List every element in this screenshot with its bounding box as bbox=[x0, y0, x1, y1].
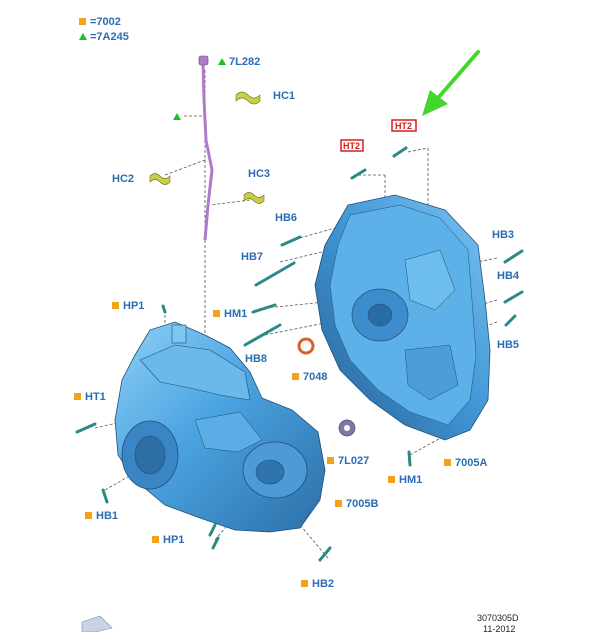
bolt-hb8 bbox=[243, 323, 282, 347]
callout-hm1-right: HM1 bbox=[388, 474, 422, 486]
seal-7048-icon bbox=[297, 337, 315, 355]
part-reference-number: 3070305D bbox=[477, 613, 519, 623]
callout-hm1-top: HM1 bbox=[213, 308, 247, 320]
callout-hp1-top: HP1 bbox=[112, 300, 144, 312]
callout-ht2-a: HT2 bbox=[343, 141, 361, 151]
bolt-hb5 bbox=[504, 314, 517, 327]
callout-hb2: HB2 bbox=[301, 578, 334, 590]
triangle-marker-icon bbox=[79, 33, 87, 40]
ht2-highlight-b bbox=[391, 119, 417, 132]
callout-hb8: HB8 bbox=[245, 353, 268, 365]
square-marker-icon bbox=[79, 18, 86, 25]
callout-7005b: 7005B bbox=[335, 498, 378, 510]
bolt-hp1-top bbox=[161, 304, 167, 314]
bolt-ht1 bbox=[75, 422, 97, 434]
right-transmission-case bbox=[314, 194, 491, 441]
bolt-ht2-a bbox=[350, 168, 367, 180]
callout-hb7: HB7 bbox=[241, 251, 264, 263]
callout-hp1-bottom: HP1 bbox=[152, 534, 184, 546]
legend-triangle-row: =7A245 bbox=[79, 31, 129, 43]
left-transmission-case bbox=[114, 321, 326, 533]
clip-hc1-icon bbox=[235, 91, 261, 105]
pointer-arrow-icon bbox=[422, 50, 480, 116]
callout-7048: 7048 bbox=[292, 371, 327, 383]
callout-7l282: 7L282 bbox=[218, 56, 260, 68]
bolt-ht2-b bbox=[392, 146, 408, 158]
bolt-hm1-right bbox=[407, 450, 412, 467]
bolts bbox=[75, 146, 524, 562]
callout-7l027: 7L027 bbox=[327, 455, 369, 467]
bolt-hb3 bbox=[503, 249, 524, 264]
clip-hc3-icon bbox=[243, 192, 265, 204]
callout-hb3: HB3 bbox=[492, 229, 515, 241]
callout-hb4: HB4 bbox=[497, 270, 520, 282]
legend-square-row: =7002 bbox=[79, 16, 121, 28]
bolt-hb6 bbox=[280, 235, 302, 247]
revision-date: 11-2012 bbox=[483, 624, 516, 634]
bolt-hb7 bbox=[254, 261, 296, 287]
bolt-hb1 bbox=[101, 488, 109, 504]
bolt-hb2 bbox=[318, 546, 332, 562]
callout-hb5: HB5 bbox=[497, 339, 520, 351]
legend-square-code: =7002 bbox=[90, 16, 121, 28]
callout-ht2-b: HT2 bbox=[395, 121, 413, 131]
callout-hc2: HC2 bbox=[112, 173, 135, 185]
clip-hc2-icon bbox=[149, 173, 171, 185]
ht2-highlight-a bbox=[340, 139, 364, 152]
callout-hc3: HC3 bbox=[248, 168, 271, 180]
bolt-hp1-a bbox=[208, 523, 217, 537]
callout-7005a: 7005A bbox=[444, 457, 487, 469]
hose-clips bbox=[149, 91, 265, 204]
legend-triangle-code: =7A245 bbox=[90, 31, 129, 43]
bolt-hm1-top bbox=[251, 303, 277, 314]
callout-hb6: HB6 bbox=[275, 212, 298, 224]
callout-hc1: HC1 bbox=[273, 90, 296, 102]
corner-arrow-icon bbox=[81, 615, 113, 632]
dipstick-tube bbox=[198, 55, 214, 241]
bolt-hb4 bbox=[503, 290, 524, 304]
callout-ht1: HT1 bbox=[74, 391, 106, 403]
bolt-hp1-b bbox=[211, 536, 220, 550]
7a245-marker-icon bbox=[173, 113, 181, 120]
callout-hb1: HB1 bbox=[85, 510, 118, 522]
